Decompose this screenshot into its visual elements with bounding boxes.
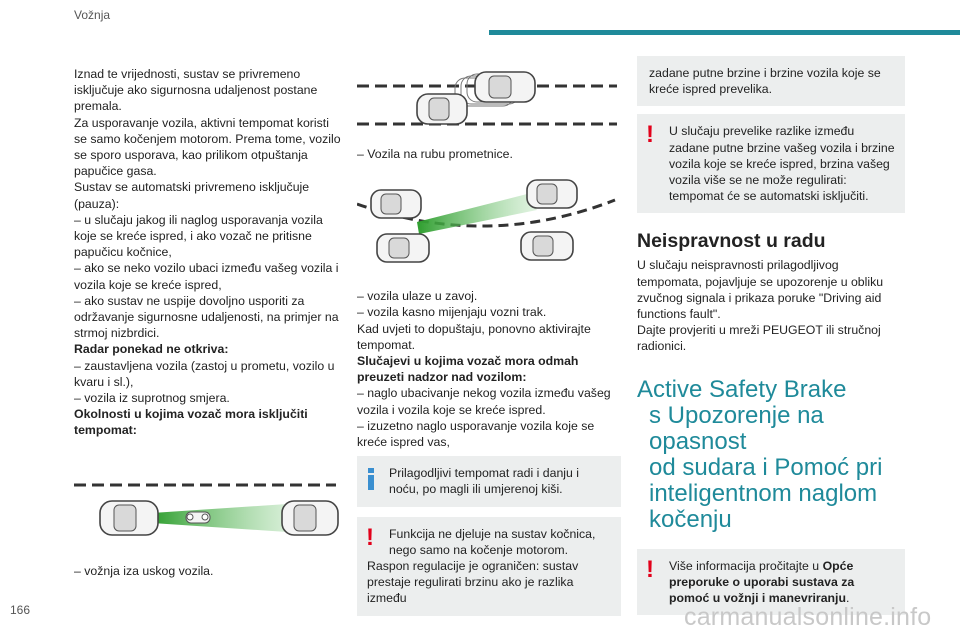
car-icon [281, 499, 339, 536]
subheading: Okolnosti u kojima vozač mora isključiti… [74, 407, 308, 438]
watermark: carmanualsonline.info [684, 603, 932, 631]
figure-caption: – vožnja iza uskog vozila. [74, 563, 214, 578]
car-icon [520, 231, 574, 262]
paragraph: Iznad te vrijednosti, sustav se privreme… [74, 67, 318, 114]
list-item: – u slučaju jakog ili naglog usporavanja… [74, 212, 323, 260]
warning-text: Više informacija pročitajte u Opće prepo… [647, 558, 895, 607]
list-item: – izuzetno naglo usporavanje vozila koje… [357, 418, 595, 450]
info-icon [368, 468, 374, 491]
subheading: Slučajevi u kojima vozač mora odmah preu… [357, 354, 579, 385]
car-icon [99, 499, 159, 536]
column-2: – Vozila na rubu prometnice. – vozila ul… [357, 66, 621, 616]
paragraph: Za usporavanje vozila, aktivni tempomat … [74, 115, 341, 179]
warning-icon: ! [646, 555, 654, 583]
warning-note-continued: zadane putne brzine i brzine vozila koje… [637, 56, 905, 107]
title-line: s Upozorenje na opasnost [649, 401, 824, 455]
figure-caption: – Vozila na rubu prometnice. [357, 147, 513, 161]
warning-suffix: . [845, 591, 850, 606]
info-note: Prilagodljivi tempomat radi i danju i no… [357, 456, 621, 507]
chapter-title: Active Safety Brake s Upozorenje na opas… [637, 375, 905, 533]
title-line: kočenju [649, 505, 732, 533]
narrow-vehicle-illustration [74, 483, 339, 536]
header-accent-bar [489, 30, 960, 35]
subheading: Radar ponekad ne otkriva: [74, 342, 229, 357]
car-icon [526, 179, 578, 210]
page-number: 166 [10, 603, 31, 617]
list-item: – ako se neko vozilo ubaci između vašeg … [74, 261, 339, 292]
warning-text: zadane putne brzine i brzine vozila koje… [649, 66, 881, 97]
warning-note: ! U slučaju prevelike razlike između zad… [637, 114, 905, 214]
warning-text: Raspon regulacije je ograničen: sustav p… [367, 559, 579, 606]
running-header: Vožnja [74, 8, 111, 22]
paragraph: Sustav se automatski privremeno isključu… [74, 180, 310, 211]
list-item: – ako sustav ne uspije dovoljno usporiti… [74, 293, 339, 341]
warning-text: Funkcija ne djeluje na sustav kočnica, n… [389, 526, 596, 557]
car-icon [370, 189, 422, 220]
paragraph: Kad uvjeti to dopuštaju, ponovno aktivir… [357, 321, 591, 352]
warning-note: ! Funkcija ne djeluje na sustav kočnica,… [357, 516, 621, 616]
paragraph: Dajte provjeriti u mreži PEUGEOT ili str… [637, 323, 881, 354]
title-line: od sudara i Pomoć pri [649, 453, 883, 481]
title-line: Active Safety Brake [637, 375, 847, 403]
warning-icon: ! [646, 121, 654, 149]
roadside-vehicles-illustration [357, 71, 617, 126]
list-item: – naglo ubacivanje nekog vozila između v… [357, 386, 611, 417]
warning-icon: ! [366, 523, 374, 551]
list-item: – vozila kasno mijenjaju vozni trak. [357, 305, 547, 320]
paragraph: U slučaju neispravnosti prilagodljivog t… [637, 258, 884, 322]
section-heading: Neispravnost u radu [637, 230, 826, 253]
car-icon [416, 93, 468, 125]
motorcycle-icon [185, 511, 211, 524]
title-line: inteligentnom naglom [649, 479, 878, 507]
warning-prefix: Više informacija pročitajte u [669, 558, 823, 573]
reference-link[interactable]: Opće preporuke o uporabi sustava za pomo… [669, 558, 855, 606]
list-item: – vozila ulaze u zavoj. [357, 289, 478, 304]
list-item: – vozila iz suprotnog smjera. [74, 391, 230, 406]
column-3: zadane putne brzine i brzine vozila koje… [637, 56, 905, 616]
curve-illustration [357, 179, 616, 264]
column-1: Iznad te vrijednosti, sustav se privreme… [74, 66, 342, 579]
list-item: – zaustavljena vozila (zastoj u prometu,… [74, 358, 335, 389]
car-icon [376, 233, 430, 264]
info-text: Prilagodljivi tempomat radi i danju i no… [389, 466, 580, 497]
warning-note: ! Više informacija pročitajte u Opće pre… [637, 548, 905, 616]
car-icon [474, 71, 536, 103]
warning-text: U slučaju prevelike razlike između zadan… [669, 124, 895, 204]
